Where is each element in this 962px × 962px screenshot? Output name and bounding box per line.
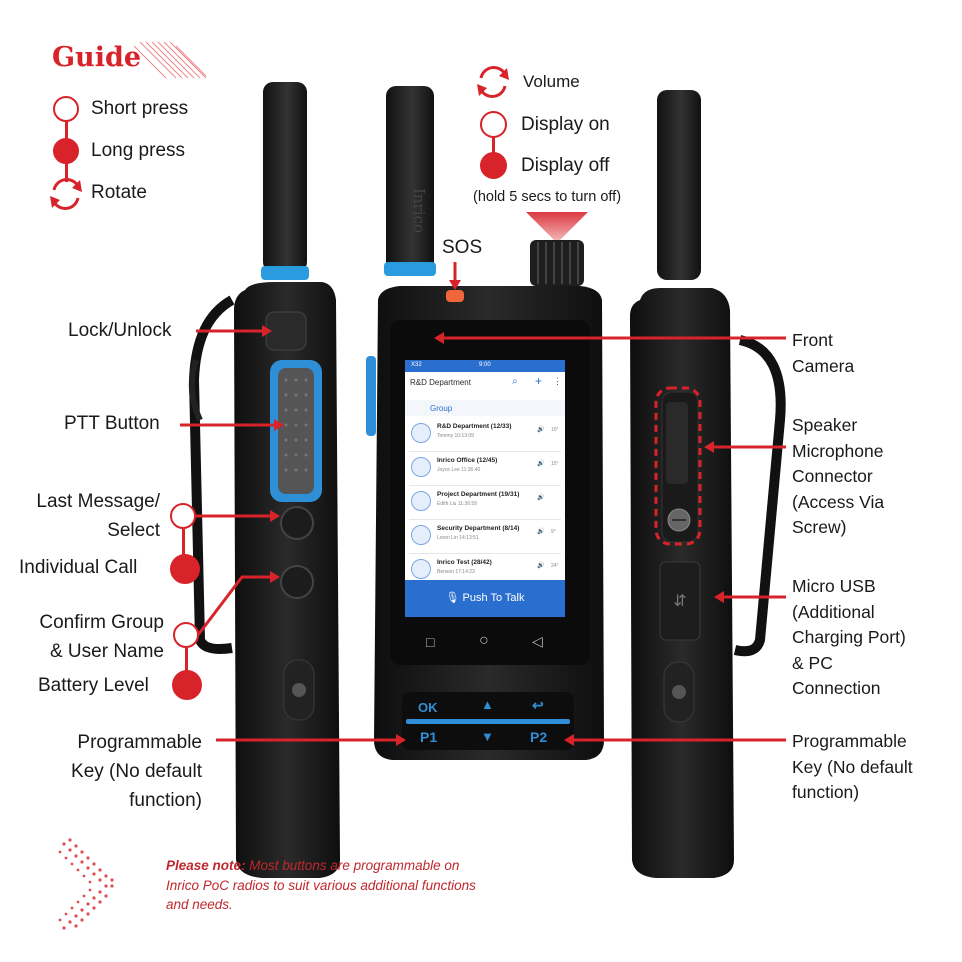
short-press-circle-icon xyxy=(480,111,507,138)
footer-note: Please note: Most buttons are programmab… xyxy=(166,856,476,915)
ptt-button-label: PTT Button xyxy=(64,413,160,434)
group-avatar xyxy=(411,491,431,511)
speaker-icon: 🔊 xyxy=(537,529,545,535)
guide-connector xyxy=(65,120,68,142)
group-sub: Loren Lin 14:13:51 xyxy=(437,535,479,541)
group-sub: Tommy 10:13:09 xyxy=(437,433,474,439)
list-item[interactable]: Project Department (19/31) Edith Liu 11:… xyxy=(409,486,561,520)
knob-hold-note: (hold 5 secs to turn off) xyxy=(473,189,622,205)
status-time: 9:00 xyxy=(479,362,491,368)
down-key[interactable]: ▼ xyxy=(481,729,494,744)
microphone-icon: 🎙 xyxy=(445,592,460,604)
short-press-circle-icon xyxy=(173,622,199,648)
lock-unlock-label: Lock/Unlock xyxy=(68,320,172,341)
push-to-talk-button[interactable]: 🎙 Push To Talk xyxy=(445,592,525,604)
programmable-key-right-label: Programmable Key (No default function) xyxy=(792,731,913,802)
group-avatar xyxy=(411,559,431,579)
note-bold: Please note: xyxy=(166,858,246,873)
short-press-circle-icon xyxy=(53,96,79,122)
group-badge: 24° xyxy=(551,563,559,569)
long-press-filled-circle-icon xyxy=(170,554,200,584)
guide-title: Guide xyxy=(52,42,142,73)
guide-rotate-label: Rotate xyxy=(91,182,147,203)
list-item[interactable]: Security Department (8/14) Loren Lin 14:… xyxy=(409,520,561,554)
group-sub: Joyce Lee 11:36:40 xyxy=(437,467,481,473)
group-name: Project Department (19/31) xyxy=(437,491,520,498)
nav-back-icon[interactable]: ◁ xyxy=(532,633,543,649)
short-press-circle-icon xyxy=(170,503,196,529)
group-name: Inrico Office (12/45) xyxy=(437,457,498,464)
long-press-filled-circle-icon xyxy=(172,670,202,700)
search-icon[interactable]: ⌕ xyxy=(512,376,518,387)
p1-key[interactable]: P1 xyxy=(420,729,438,745)
group-name: Inrico Test (28/42) xyxy=(437,559,492,566)
press-connector xyxy=(182,529,185,555)
group-badge: 9° xyxy=(551,529,556,535)
group-sub: Edith Liu 11:36:59 xyxy=(437,501,477,507)
speaker-mic-connector-label: Speaker Microphone Connector (Access Via… xyxy=(792,415,885,537)
group-badge: 15° xyxy=(551,461,559,467)
list-item[interactable]: Inrico Test (28/42) Benson 17:14:23 🔊 24… xyxy=(409,554,561,587)
up-key[interactable]: ▲ xyxy=(481,697,494,712)
nav-home-icon[interactable]: ○ xyxy=(479,632,489,649)
guide-long-press-label: Long press xyxy=(91,140,186,161)
last-message-label: Last Message/ Select xyxy=(36,491,160,541)
group-avatar xyxy=(411,457,431,477)
status-bar: X32 9:00 xyxy=(405,361,565,371)
front-camera-label: Front Camera xyxy=(792,330,855,376)
group-name: Security Department (8/14) xyxy=(437,525,520,532)
guide-short-press-label: Short press xyxy=(91,98,189,119)
micro-usb-label: Micro USB (Additional Charging Port) & P… xyxy=(792,576,906,698)
list-item[interactable]: Inrico Office (12/45) Joyce Lee 11:36:40… xyxy=(409,452,561,486)
speaker-icon: 🔊 xyxy=(537,461,545,467)
sos-label: SOS xyxy=(442,237,483,258)
battery-level-label: Battery Level xyxy=(38,675,149,696)
confirm-group-label: Confirm Group & User Name xyxy=(39,612,164,662)
ok-key[interactable]: OK xyxy=(418,700,438,715)
speaker-icon: 🔊 xyxy=(537,495,545,501)
programmable-key-left-label: Programmable Key (No default function) xyxy=(71,732,202,811)
group-sub: Benson 17:14:23 xyxy=(437,569,475,575)
tab-group[interactable]: Group xyxy=(430,404,453,413)
knob-display-off-label: Display off xyxy=(521,155,610,176)
note-text: Most buttons are programmable on Inrico … xyxy=(166,858,476,913)
group-avatar xyxy=(411,525,431,545)
speaker-icon: 🔊 xyxy=(537,427,545,433)
speaker-icon: 🔊 xyxy=(537,563,545,569)
long-press-filled-circle-icon xyxy=(480,152,507,179)
screen-header-title: R&D Department xyxy=(410,378,471,387)
list-item[interactable]: R&D Department (12/33) Tommy 10:13:09 🔊 … xyxy=(409,418,561,452)
nav-recent-icon[interactable]: □ xyxy=(426,634,435,650)
left-side-radio xyxy=(188,82,340,878)
p2-key[interactable]: P2 xyxy=(530,729,548,745)
antenna-brand: Inrico xyxy=(410,188,428,233)
press-connector xyxy=(185,648,188,672)
knob-volume-label: Volume xyxy=(523,72,580,91)
guide-connector xyxy=(65,160,68,182)
knob-legend-connector xyxy=(492,136,495,154)
individual-call-label: Individual Call xyxy=(19,557,138,578)
add-icon[interactable]: + xyxy=(535,374,543,388)
status-left: X32 xyxy=(411,362,422,368)
long-press-filled-circle-icon xyxy=(53,138,79,164)
group-avatar xyxy=(411,423,431,443)
group-name: R&D Department (12/33) xyxy=(437,423,512,430)
right-side-radio: ⇵ xyxy=(630,90,786,878)
group-list: R&D Department (12/33) Tommy 10:13:09 🔊 … xyxy=(409,418,561,587)
group-badge: 10° xyxy=(551,427,559,433)
more-icon[interactable]: ⋮ xyxy=(553,376,562,386)
back-key[interactable]: ↩ xyxy=(532,697,544,713)
svg-text:⇵: ⇵ xyxy=(673,591,686,610)
knob-display-on-label: Display on xyxy=(521,114,610,135)
